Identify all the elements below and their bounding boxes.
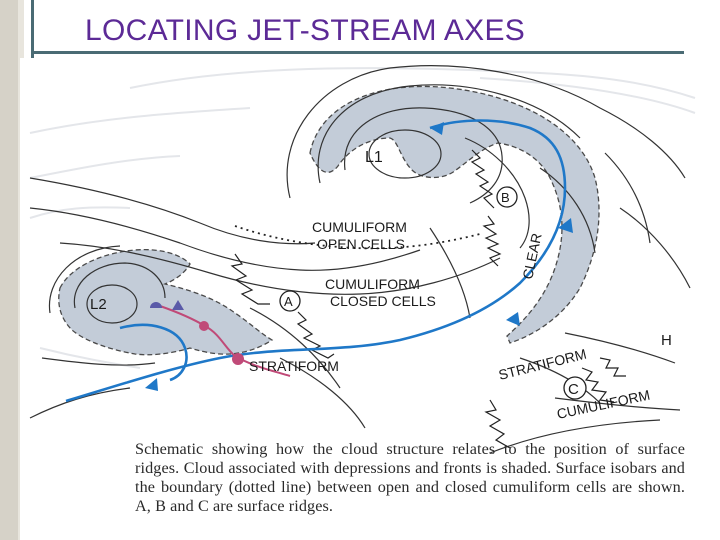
slide-title: LOCATING JET-STREAM AXES: [85, 14, 526, 47]
label-high: H: [661, 332, 672, 349]
label-cumuliform-closed-1: CUMULIFORM: [325, 276, 420, 292]
jet-stream-axis: [65, 119, 567, 403]
label-cumuliform-open-1: CUMULIFORM: [312, 219, 407, 235]
occlusion-symbols: [150, 300, 184, 310]
front-symbols: [199, 321, 244, 365]
label-l2: L2: [90, 296, 107, 313]
label-cumuliform-closed-2: CLOSED CELLS: [330, 293, 436, 309]
ridge-zigzags: [230, 149, 626, 449]
label-ridge-b: B: [501, 190, 510, 205]
label-cumuliform-open-2: OPEN CELLS: [317, 236, 405, 252]
diagram-svg: L1 L2 B A C H CLEAR CUMULIFORM OPEN CELL…: [20, 58, 698, 540]
jet-stream-diagram: L1 L2 B A C H CLEAR CUMULIFORM OPEN CELL…: [20, 58, 698, 540]
front-line: [159, 305, 291, 377]
label-l1: L1: [365, 149, 383, 166]
background-faint-isobars: [29, 67, 696, 369]
left-decor-bar: [0, 0, 18, 540]
title-rule-top: [34, 51, 684, 54]
ridge-a-circle: [279, 290, 301, 312]
figure-caption: Schematic showing how the cloud structur…: [135, 440, 685, 515]
label-ridge-c: C: [568, 381, 579, 398]
jet-arrowheads: [145, 122, 573, 391]
ridge-b-circle: [496, 186, 518, 208]
cloud-shading-l2: [58, 248, 274, 356]
surface-isobars: [29, 65, 691, 454]
open-closed-boundary: [234, 225, 481, 250]
jet-stream-branch-l2: [119, 323, 188, 382]
left-accent-line: [31, 0, 34, 58]
cloud-shading-l1: [309, 85, 600, 344]
label-stratiform-left: STRATIFORM: [249, 358, 339, 374]
label-ridge-a: A: [284, 294, 293, 309]
ridge-c-circle: [563, 376, 587, 400]
